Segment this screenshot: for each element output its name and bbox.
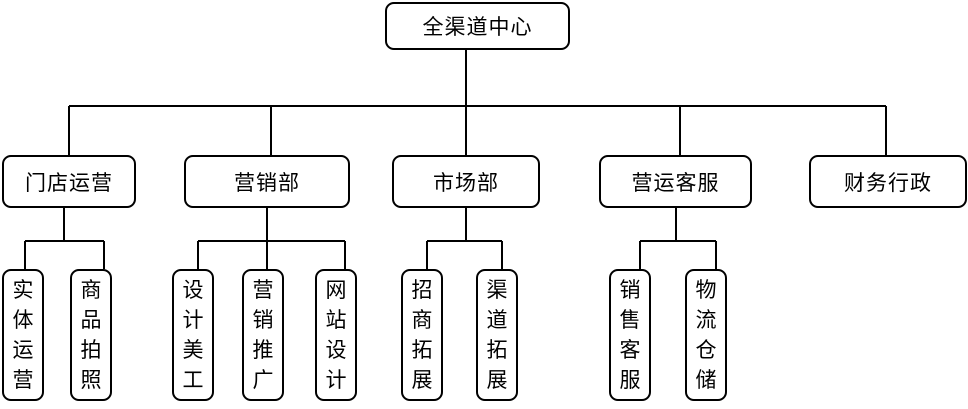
department-label: 营运客服 xyxy=(631,170,720,195)
subunit-label: 网站设计 xyxy=(325,278,347,392)
subunit-node: 商品拍照 xyxy=(70,269,112,401)
department-node-operations-service: 营运客服 xyxy=(599,155,752,208)
subunit-label: 渠道拓展 xyxy=(486,278,508,392)
subunit-label: 商品拍照 xyxy=(80,278,102,392)
department-label: 营销部 xyxy=(234,170,300,195)
department-node-finance-admin: 财务行政 xyxy=(809,155,967,208)
root-node-label: 全渠道中心 xyxy=(422,15,533,39)
department-node-store-operations: 门店运营 xyxy=(2,155,136,208)
subunit-node: 渠道拓展 xyxy=(476,269,518,401)
subunit-label: 实体运营 xyxy=(12,278,34,392)
department-label: 财务行政 xyxy=(844,170,932,195)
subunit-label: 物流仓储 xyxy=(695,278,717,392)
subunit-node: 物流仓储 xyxy=(685,269,727,401)
department-label: 门店运营 xyxy=(25,170,113,195)
department-node-market: 市场部 xyxy=(392,155,540,208)
subunit-label: 招商拓展 xyxy=(411,278,433,392)
subunit-node: 营销推广 xyxy=(242,269,284,401)
subunit-label: 设计美工 xyxy=(182,278,204,392)
root-node: 全渠道中心 xyxy=(385,2,570,50)
department-node-marketing: 营销部 xyxy=(184,155,350,208)
department-label: 市场部 xyxy=(433,170,499,195)
subunit-node: 网站设计 xyxy=(315,269,357,401)
subunit-node: 实体运营 xyxy=(2,269,44,401)
subunit-label: 营销推广 xyxy=(252,278,274,392)
subunit-label: 销售客服 xyxy=(619,278,641,392)
subunit-node: 设计美工 xyxy=(172,269,214,401)
subunit-node: 销售客服 xyxy=(609,269,651,401)
subunit-node: 招商拓展 xyxy=(401,269,443,401)
